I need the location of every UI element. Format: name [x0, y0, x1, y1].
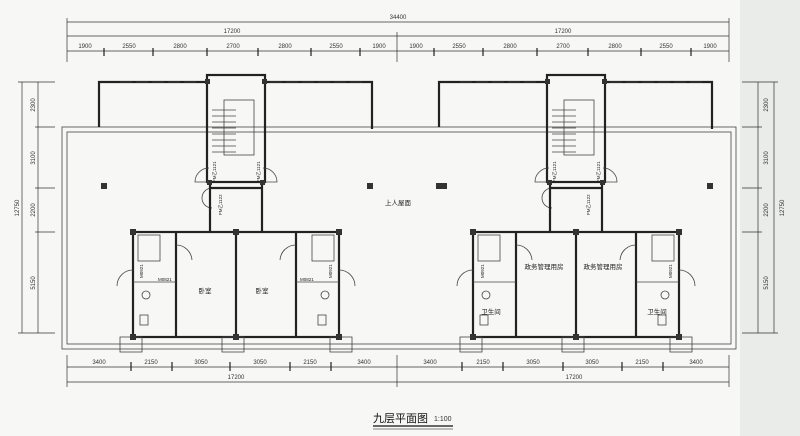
dim-segment: 1900	[78, 44, 92, 50]
roof-parapet	[61, 126, 737, 350]
dim-segment: 2800	[608, 44, 622, 50]
room-label-office: 政务管理用房	[525, 262, 564, 271]
room-label-bedroom: 卧室	[199, 286, 213, 295]
door-label: M0921	[328, 264, 333, 278]
dim-segment: 3050	[194, 360, 208, 366]
dim-segment: 2550	[659, 44, 673, 50]
dim-segment: 2550	[452, 44, 466, 50]
door-label: FM乙1122	[585, 194, 591, 215]
dim-half: 17200	[228, 375, 245, 381]
dim-segment: 2200	[31, 203, 37, 217]
room-label-wc: 卫生间	[647, 307, 667, 316]
door-label: FM乙1122	[217, 194, 223, 215]
dim-segment: 2550	[329, 44, 343, 50]
dim-segment: 2150	[303, 360, 317, 366]
dim-segment: 1900	[372, 44, 386, 50]
door-label: M0921	[480, 264, 485, 278]
dim-segment: 2300	[764, 98, 770, 112]
left-dimensions: 2300 3100 2200 5150 12750	[15, 81, 55, 334]
dim-segment: 3100	[764, 151, 770, 165]
dim-segment: 5150	[31, 276, 37, 290]
dim-segment: 3050	[526, 360, 540, 366]
door-label: FM乙1121	[551, 161, 557, 182]
dim-segment: 3400	[357, 360, 371, 366]
dim-segment: 2200	[764, 203, 770, 217]
room-label-roof: 上人屋面	[385, 198, 412, 207]
dim-half: 17200	[555, 29, 572, 35]
dim-segment: 1900	[703, 44, 717, 50]
dim-overall: 12750	[780, 199, 786, 216]
dim-segment: 2700	[226, 44, 240, 50]
dim-segment: 2550	[122, 44, 136, 50]
door-label: M0921	[668, 264, 673, 278]
door-label: M0921	[139, 264, 144, 278]
right-dimensions: 2300 3100 2200 5150 12750	[742, 81, 786, 334]
drawing-scale: 1:100	[434, 416, 452, 423]
top-dimensions: 34400 17200 17200 1900 2550 2800 2700 28…	[66, 15, 730, 62]
drawing-title: 九层平面图	[373, 412, 428, 425]
dim-segment: 2150	[635, 360, 649, 366]
dim-segment: 1900	[409, 44, 423, 50]
dim-segment: 2800	[503, 44, 517, 50]
room-label-bedroom: 卧室	[256, 286, 270, 295]
dim-segment: 3050	[585, 360, 599, 366]
dim-segment: 2150	[476, 360, 490, 366]
dim-overall: 12750	[15, 199, 21, 216]
bottom-dimensions: 3400 2150 3050 3050 2150 3400 3400 2150 …	[66, 355, 730, 387]
column	[436, 183, 442, 189]
dim-segment: 2300	[31, 98, 37, 112]
dim-segment: 2800	[173, 44, 187, 50]
dim-half: 17200	[566, 375, 583, 381]
dim-segment: 2700	[556, 44, 570, 50]
dim-segment: 5150	[764, 276, 770, 290]
drawing-title-block: 九层平面图 1:100	[373, 412, 453, 430]
door-label: FM乙1121	[595, 161, 601, 182]
dim-segment: 3100	[31, 151, 37, 165]
door-label: FM乙1121	[211, 161, 217, 182]
dim-segment: 3400	[689, 360, 703, 366]
dim-overall: 34400	[390, 15, 407, 21]
background-decoration	[740, 0, 800, 436]
dim-segment: 3400	[92, 360, 106, 366]
dim-segment: 2800	[278, 44, 292, 50]
dim-segment: 3050	[253, 360, 267, 366]
dim-half: 17200	[224, 29, 241, 35]
unit-right-walls	[398, 0, 742, 354]
door-label: FM乙1121	[255, 161, 261, 182]
door-label: M0821	[158, 277, 172, 282]
dim-segment: 3400	[423, 360, 437, 366]
dim-segment: 2150	[144, 360, 158, 366]
door-label: M0821	[300, 277, 314, 282]
room-label-office: 政务管理用房	[584, 262, 623, 271]
room-label-wc: 卫生间	[481, 307, 501, 316]
unit-left-walls	[58, 0, 402, 354]
